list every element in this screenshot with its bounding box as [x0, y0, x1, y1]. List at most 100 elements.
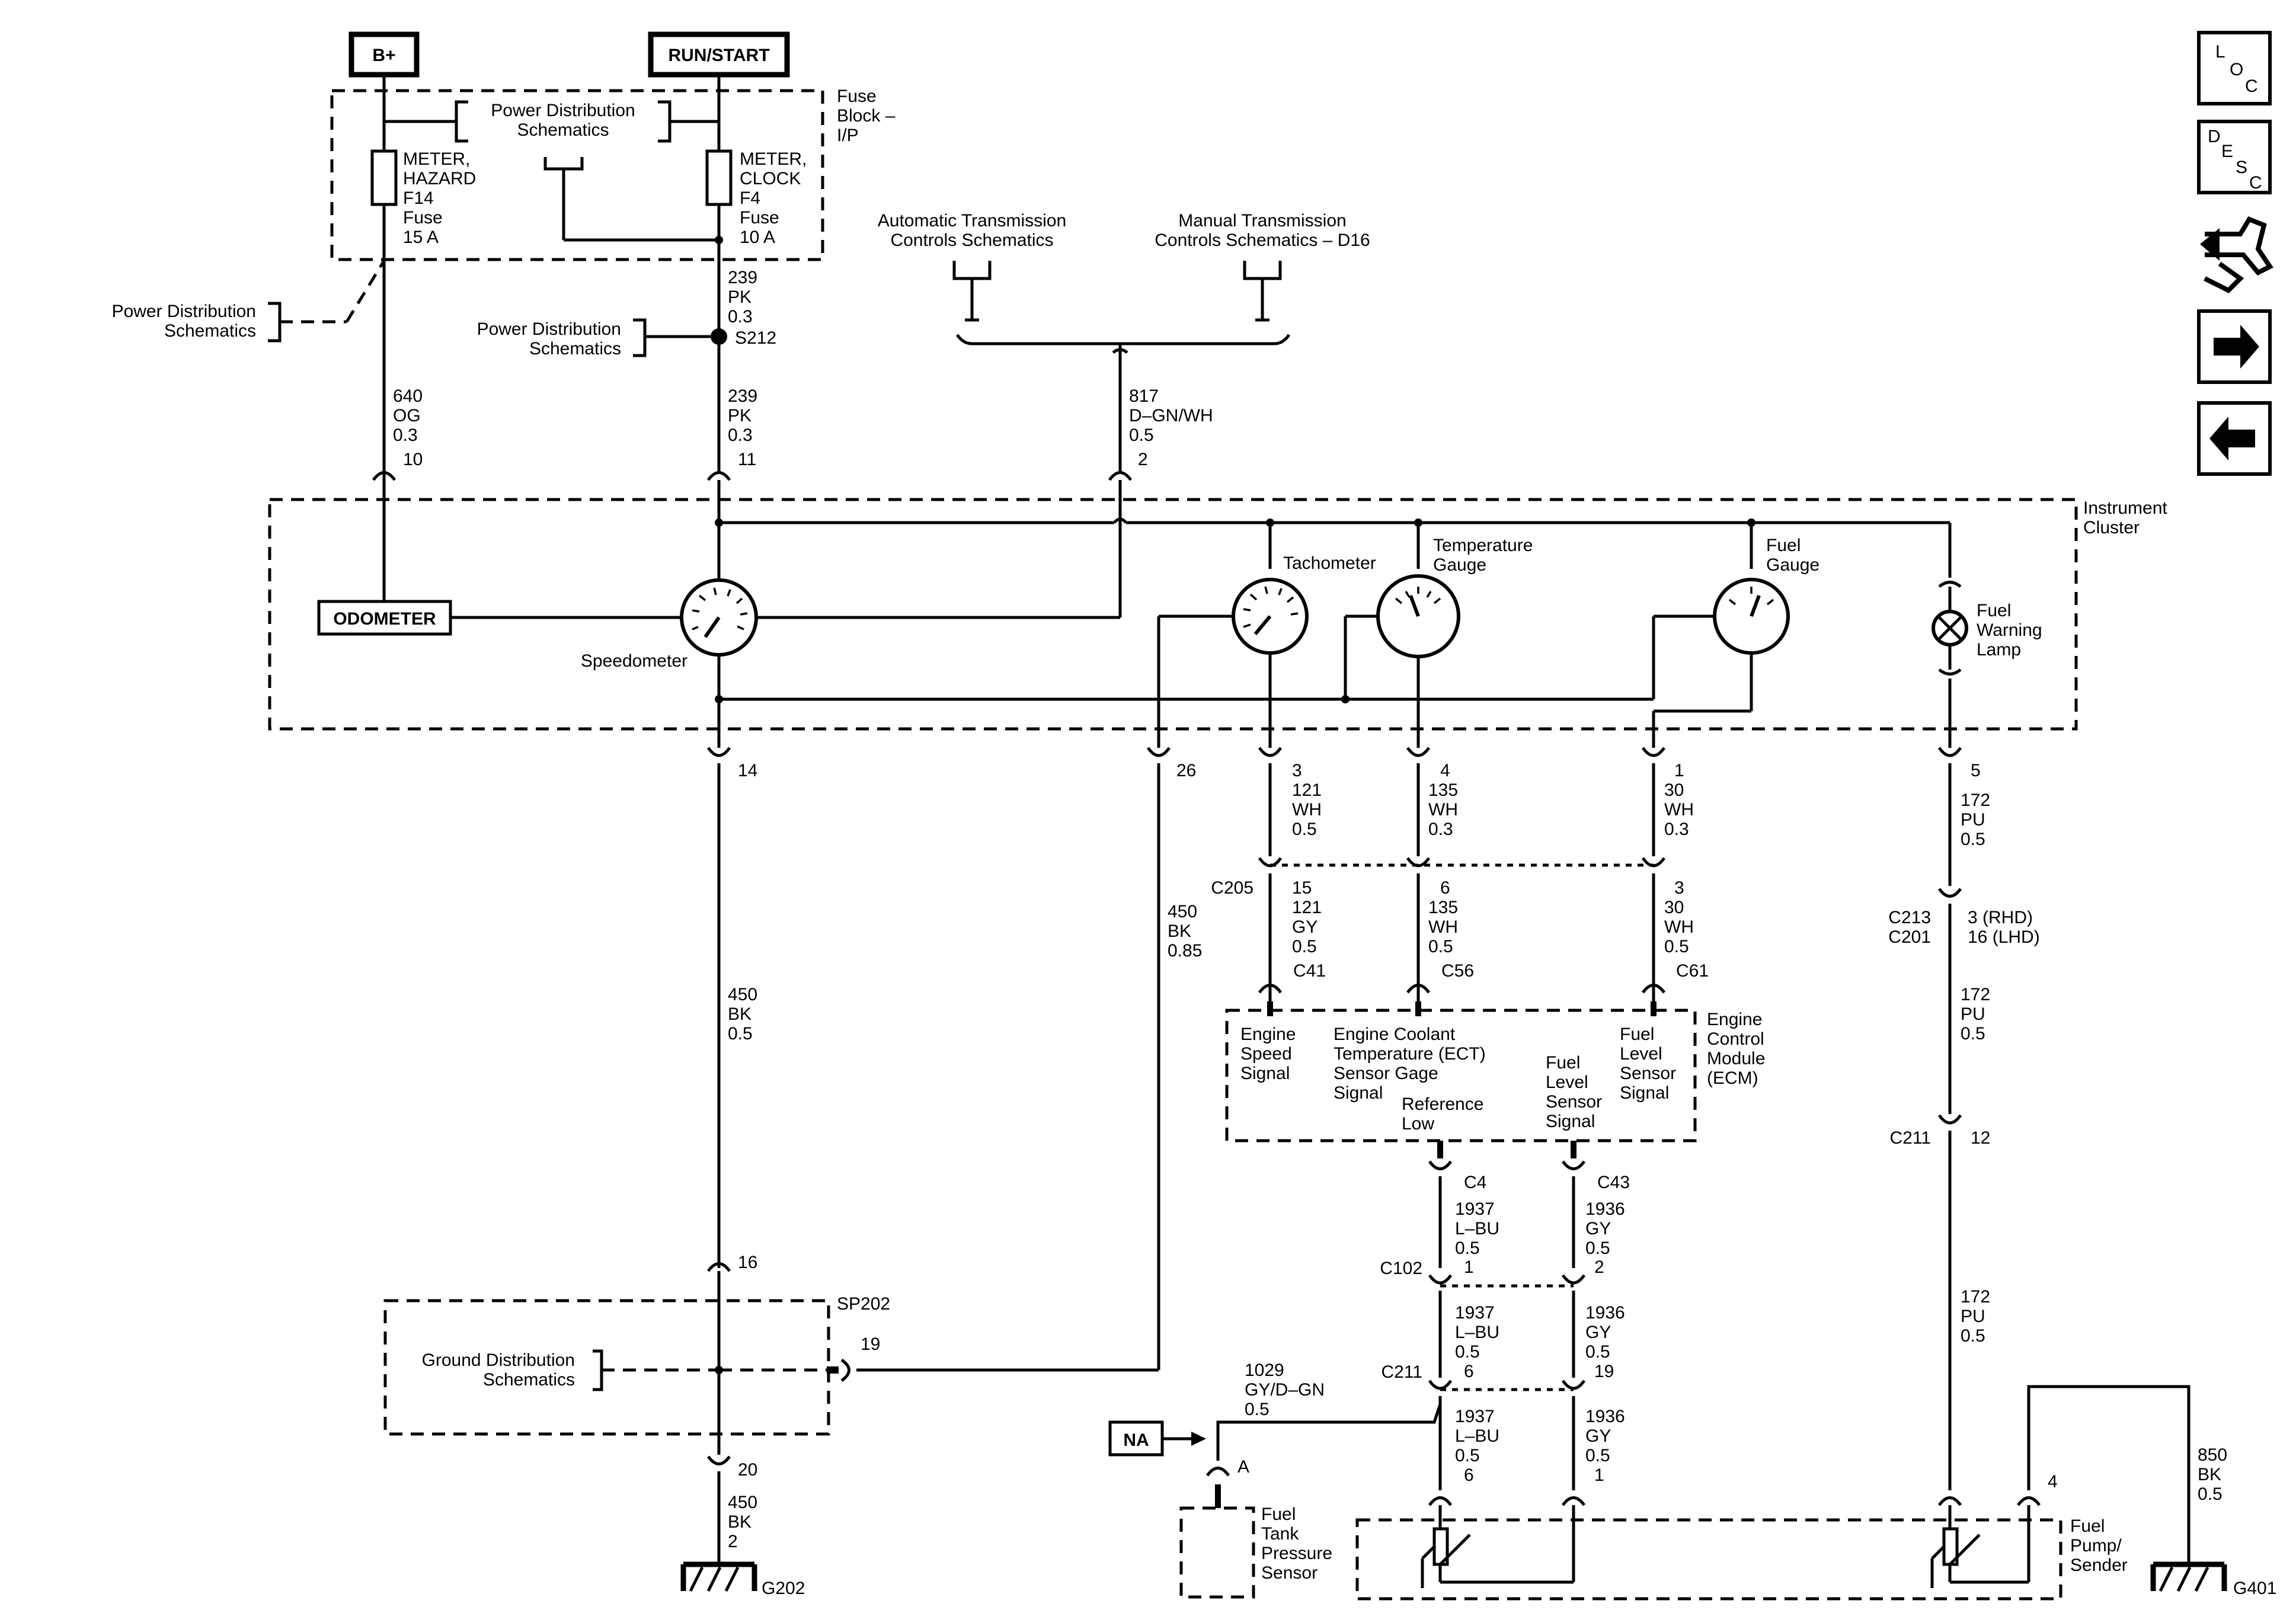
w121a-3: 0.5 — [1292, 820, 1317, 839]
bplus-box: B+ — [348, 31, 420, 78]
wrench-hand-icon — [2200, 216, 2273, 293]
w1937a-3: 0.5 — [1455, 1238, 1480, 1258]
desc-letter-e: E — [2221, 142, 2233, 161]
w30a-3: 0.3 — [1664, 820, 1689, 839]
fuse-block-pd-label-2: Schematics — [517, 120, 609, 140]
pin-20: 20 — [738, 1460, 757, 1480]
fuel-pump-sender: Fuel Pump/ Sender 4 — [1355, 1472, 2128, 1601]
ecm-fuel-level-a-2: Level — [1546, 1073, 1588, 1092]
tachometer-label: Tachometer — [1283, 553, 1376, 573]
c201-label: C201 — [1888, 927, 1931, 947]
pin-12: 12 — [1971, 1128, 1990, 1148]
w121b-2: GY — [1292, 917, 1318, 937]
ecm-outputs: C4 C43 1937 L–BU 0.5 1936 GY 0.5 1 2 C10… — [1216, 1160, 1630, 1490]
w450b-1: 450 — [1168, 902, 1197, 921]
ecm-ref-low-2: Low — [1402, 1114, 1434, 1134]
c61-label: C61 — [1676, 961, 1709, 981]
instrument-cluster: Instrument Cluster ODOMETER — [268, 498, 2167, 747]
fuel-level-sensor-2 — [1930, 1527, 2029, 1588]
next-button[interactable] — [2197, 309, 2272, 384]
ecm-ref-low-1: Reference — [1402, 1094, 1483, 1114]
cluster-label-2: Cluster — [2083, 518, 2140, 537]
pin-3: 3 — [1292, 761, 1302, 780]
f14-label-1: METER, — [403, 149, 470, 169]
desc-letter-c: C — [2249, 173, 2262, 193]
w172b-3: 0.5 — [1961, 1024, 1985, 1044]
pin-11: 11 — [738, 450, 756, 469]
w30b-2: WH — [1664, 917, 1694, 937]
w121b-1: 121 — [1292, 898, 1322, 917]
temp-gauge-label-2: Gauge — [1433, 555, 1486, 575]
w1936a-2: GY — [1585, 1219, 1611, 1238]
w1937b-3: 0.5 — [1455, 1342, 1480, 1362]
w239a-2: PK — [728, 287, 752, 307]
na-label: NA — [1123, 1430, 1149, 1450]
w817-2: D–GN/WH — [1129, 406, 1213, 425]
w450a-2: BK — [728, 1004, 752, 1024]
c205-label: C205 — [1211, 878, 1253, 898]
pin-14: 14 — [738, 761, 757, 780]
w1936b-2: GY — [1585, 1323, 1611, 1342]
c56-label: C56 — [1441, 961, 1474, 981]
pin-3-rhd: 3 (RHD) — [1968, 908, 2033, 927]
ecm-label-2: Control — [1707, 1029, 1764, 1049]
loc-button[interactable]: L O C — [2197, 31, 2272, 105]
manual-trans-1: Manual Transmission — [1178, 211, 1346, 231]
ecm-label-3: Module — [1707, 1049, 1765, 1068]
w1937a-2: L–BU — [1455, 1219, 1499, 1238]
ecm-fuel-level-b-2: Level — [1620, 1044, 1662, 1064]
pump-label-3: Sender — [2070, 1555, 2128, 1575]
s212-label: S212 — [735, 328, 776, 348]
ecm-label-4: (ECM) — [1707, 1068, 1758, 1088]
loc-letter-l: L — [2215, 42, 2225, 62]
fuse-block-label-3: I/P — [837, 126, 859, 145]
pin-1-bottom: 1 — [1594, 1465, 1604, 1485]
fuel-lamp-label-1: Fuel — [1977, 601, 2011, 620]
pump-label-2: Pump/ — [2070, 1536, 2122, 1555]
pin-15: 15 — [1292, 878, 1312, 898]
pin-19-c211: 19 — [1594, 1362, 1614, 1381]
fuse-block-label-1: Fuse — [837, 87, 877, 106]
w172a-3: 0.5 — [1961, 830, 1985, 849]
pin-6-c205: 6 — [1440, 878, 1450, 898]
c4-label: C4 — [1464, 1173, 1486, 1192]
w135b-2: WH — [1428, 917, 1458, 937]
w1029-1: 1029 — [1245, 1361, 1284, 1380]
ecm-fuel-level-b-4: Signal — [1620, 1083, 1669, 1103]
ground-g401: 850 BK 0.5 G401 — [2027, 1385, 2276, 1598]
desc-button[interactable]: D E S C — [2197, 120, 2272, 194]
f4-label-1: METER, — [740, 149, 807, 169]
tachometer-gauge — [1232, 578, 1309, 655]
speedometer-label: Speedometer — [581, 651, 687, 671]
pin-1-c102: 1 — [1464, 1257, 1474, 1277]
cluster-label-1: Instrument — [2083, 498, 2167, 518]
fuel-gauge — [1713, 578, 1790, 655]
fuel-lamp-label-2: Warning — [1977, 620, 2042, 640]
c211a-label: C211 — [1890, 1128, 1932, 1148]
pin-16-lhd: 16 (LHD) — [1968, 927, 2040, 947]
w135b-3: 0.5 — [1428, 937, 1453, 956]
ecm-ect-2: Temperature (ECT) — [1334, 1044, 1486, 1064]
desc-letter-d: D — [2208, 127, 2221, 146]
arrow-left-icon — [2209, 417, 2255, 460]
ecm-label-1: Engine — [1707, 1010, 1762, 1029]
pin-16: 16 — [738, 1253, 757, 1272]
wire-172-connectors: C213 C201 3 (RHD) 16 (LHD) 172 PU 0.5 C2… — [1888, 888, 2040, 1490]
f14-label-3: F14 — [403, 188, 434, 208]
ecm-ect-4: Signal — [1334, 1083, 1383, 1103]
f14-label-4: Fuse — [403, 208, 443, 228]
w1936b-1: 1936 — [1585, 1303, 1625, 1323]
back-button[interactable] — [2197, 401, 2272, 476]
w172a-1: 172 — [1961, 790, 1990, 810]
w30b-3: 0.5 — [1664, 937, 1689, 956]
ftp-label-2: Tank — [1261, 1524, 1299, 1544]
w1029-3: 0.5 — [1245, 1400, 1269, 1419]
fuse-f4 — [705, 149, 733, 206]
auto-trans-2: Controls Schematics — [890, 231, 1053, 250]
w172c-3: 0.5 — [1961, 1326, 1985, 1346]
pd-s212-1: Power Distribution — [477, 319, 621, 339]
f4-label-2: CLOCK — [740, 169, 801, 188]
power-dist-left-2: Schematics — [164, 321, 256, 341]
w30a-1: 30 — [1664, 780, 1684, 800]
tools-button[interactable] — [2200, 216, 2273, 293]
